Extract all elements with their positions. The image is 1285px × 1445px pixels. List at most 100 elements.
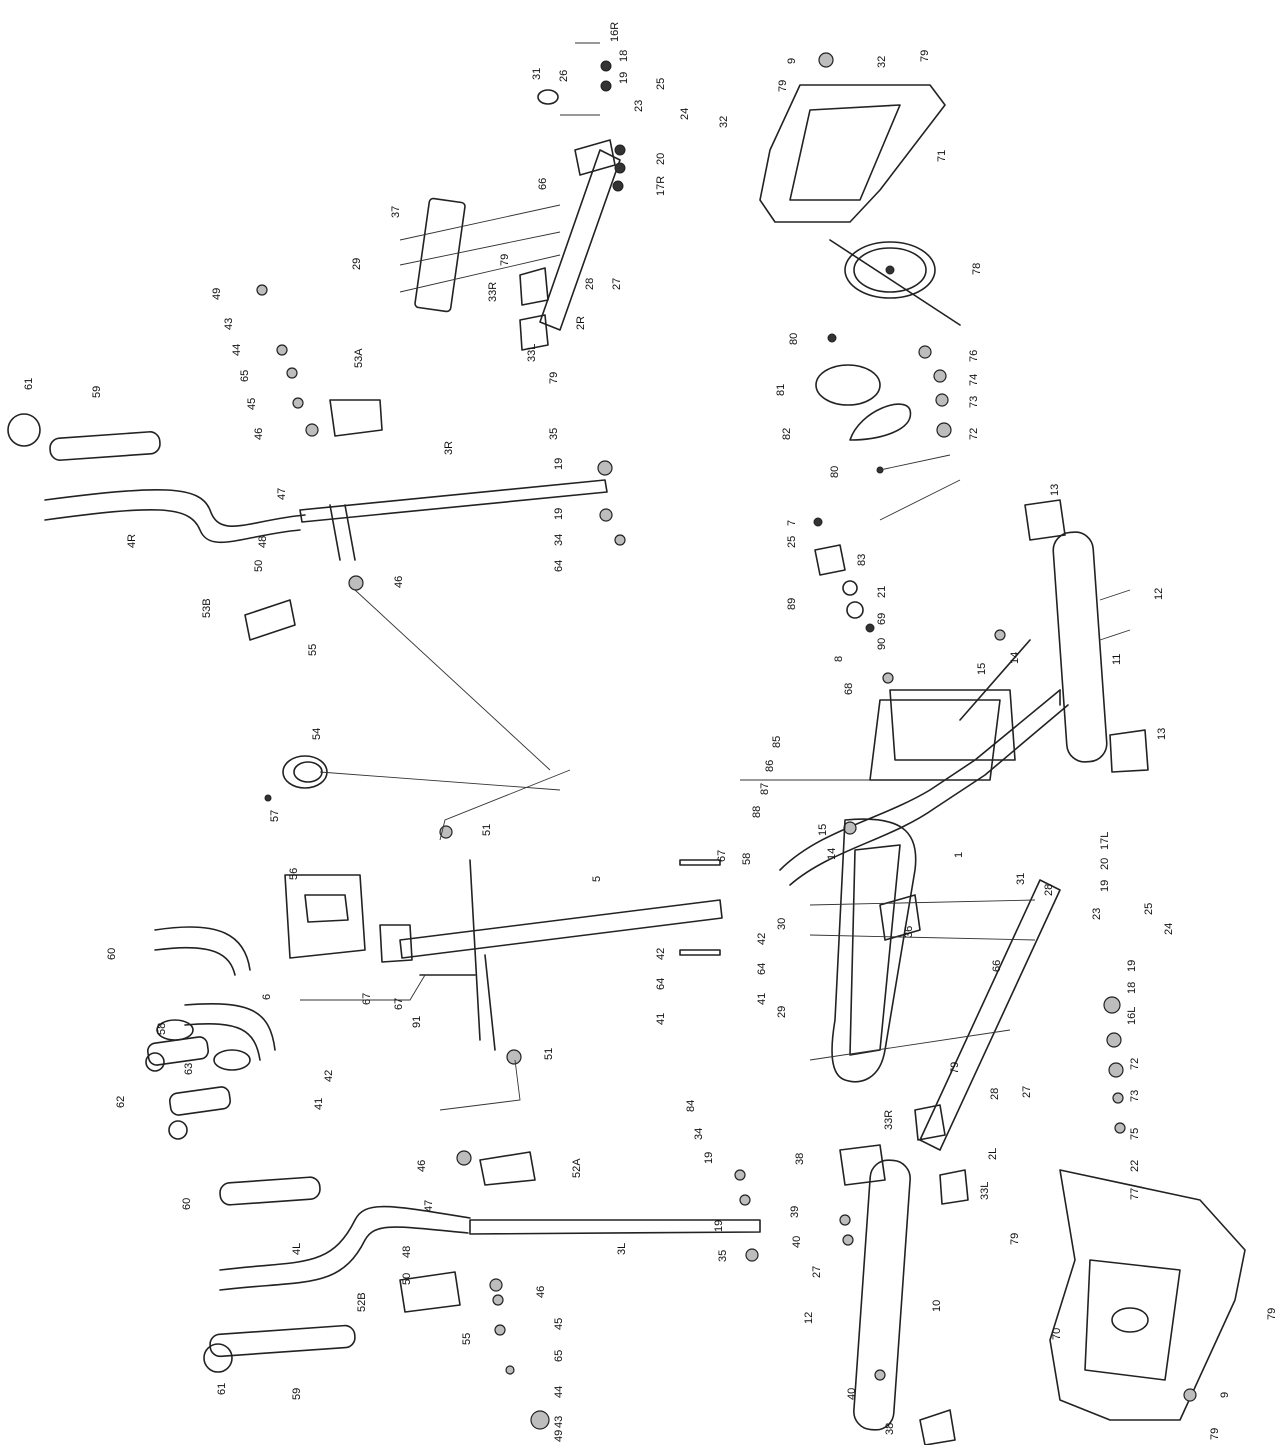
stabilizer-10 xyxy=(839,1144,956,1445)
label-79-b: 79 xyxy=(548,372,560,384)
label-15-a: 15 xyxy=(976,663,988,675)
label-9-b: 9 xyxy=(1219,1392,1231,1398)
label-19: 19 xyxy=(618,72,630,84)
label-79-e: 79 xyxy=(949,1062,961,1074)
label-89: 89 xyxy=(786,598,798,610)
label-21: 21 xyxy=(876,586,888,598)
label-46-d: 46 xyxy=(535,1286,547,1298)
label-8: 8 xyxy=(833,656,845,662)
label-50-b: 50 xyxy=(401,1273,413,1285)
label-58-b: 58 xyxy=(156,1023,168,1035)
label-45-a: 45 xyxy=(246,398,258,410)
label-34-a: 34 xyxy=(553,534,565,546)
label-53B: 53B xyxy=(201,598,213,618)
label-88: 88 xyxy=(751,806,763,818)
label-41-b: 41 xyxy=(756,993,768,1005)
label-69: 69 xyxy=(876,613,888,625)
label-27-c: 27 xyxy=(811,1266,823,1278)
part-labels: 16R 18 19 25 24 23 26 31 66 20 17R 37 29… xyxy=(23,22,1278,1442)
label-19-g: 19 xyxy=(713,1220,725,1232)
label-41-a: 41 xyxy=(655,1013,667,1025)
main-frame-1 xyxy=(740,499,1149,886)
label-14-b: 14 xyxy=(826,848,838,860)
label-12-b: 12 xyxy=(803,1312,815,1324)
label-19-b: 19 xyxy=(553,458,565,470)
label-40-b: 40 xyxy=(846,1388,858,1400)
mast-assembly-5 xyxy=(145,769,723,1140)
label-35-b: 35 xyxy=(717,1250,729,1262)
label-42-b: 42 xyxy=(756,933,768,945)
label-19-d: 19 xyxy=(1099,880,1111,892)
label-72-a: 72 xyxy=(968,428,980,440)
label-31: 31 xyxy=(531,68,543,80)
label-70: 70 xyxy=(1051,1328,1063,1340)
label-51-b: 51 xyxy=(543,1048,555,1060)
label-32-a: 32 xyxy=(876,56,888,68)
label-2L: 2L xyxy=(987,1148,999,1160)
label-87: 87 xyxy=(759,783,771,795)
flywheel-78 xyxy=(829,239,961,438)
label-18-b: 18 xyxy=(1126,982,1138,994)
label-23: 23 xyxy=(633,100,645,112)
label-61-a: 61 xyxy=(23,378,35,390)
label-60-a: 60 xyxy=(106,948,118,960)
label-3R: 3R xyxy=(443,441,455,455)
label-62: 62 xyxy=(115,1096,127,1108)
left-pedal-arm-assembly xyxy=(809,818,1126,1205)
label-46-a: 46 xyxy=(253,428,265,440)
label-31-b: 31 xyxy=(1015,873,1027,885)
left-handlebar-arm-assembly xyxy=(203,1150,761,1430)
right-pedal-arm-assembly xyxy=(399,42,626,351)
label-68: 68 xyxy=(843,683,855,695)
label-27-a: 27 xyxy=(611,278,623,290)
right-handlebar-arm-assembly xyxy=(7,284,626,771)
label-41-c: 41 xyxy=(313,1098,325,1110)
label-67-b: 67 xyxy=(361,993,373,1005)
label-30: 30 xyxy=(776,918,788,930)
label-67-c: 67 xyxy=(393,998,405,1010)
label-25-c: 25 xyxy=(1143,903,1155,915)
label-24: 24 xyxy=(679,108,691,120)
label-79-a: 79 xyxy=(499,254,511,266)
label-65-a: 65 xyxy=(239,370,251,382)
label-10: 10 xyxy=(931,1300,943,1312)
label-91: 91 xyxy=(411,1016,423,1028)
label-42-c: 42 xyxy=(323,1070,335,1082)
label-43-b: 43 xyxy=(553,1416,565,1428)
label-45-b: 45 xyxy=(553,1318,565,1330)
label-48-a: 48 xyxy=(257,536,269,548)
label-46-b: 46 xyxy=(393,576,405,588)
label-7: 7 xyxy=(786,520,798,526)
label-36: 36 xyxy=(903,926,915,938)
label-17L: 17L xyxy=(1099,832,1111,850)
label-54: 54 xyxy=(311,728,323,740)
label-78: 78 xyxy=(971,263,983,275)
label-71: 71 xyxy=(936,150,948,162)
label-47-a: 47 xyxy=(276,488,288,500)
label-19-e: 19 xyxy=(1126,960,1138,972)
label-38-b: 38 xyxy=(884,1423,896,1435)
label-13-a: 13 xyxy=(1049,484,1061,496)
label-51-a: 51 xyxy=(481,824,493,836)
label-52A: 52A xyxy=(571,1158,583,1178)
label-49-b: 49 xyxy=(553,1430,565,1442)
label-33L-a: 33L xyxy=(526,344,538,362)
label-80-b: 80 xyxy=(829,466,841,478)
label-33R-b: 33R xyxy=(883,1110,895,1130)
label-56: 56 xyxy=(288,868,300,880)
label-17R: 17R xyxy=(655,176,667,196)
label-77: 77 xyxy=(1129,1188,1141,1200)
label-27-b: 27 xyxy=(1021,1086,1033,1098)
label-18: 18 xyxy=(618,50,630,62)
label-90: 90 xyxy=(876,638,888,650)
label-55-a: 55 xyxy=(307,644,319,656)
label-64-a: 64 xyxy=(553,560,565,572)
label-81: 81 xyxy=(775,384,787,396)
label-67-a: 67 xyxy=(716,850,728,862)
label-75: 75 xyxy=(1129,1128,1141,1140)
label-28-c: 28 xyxy=(989,1088,1001,1100)
label-61-b: 61 xyxy=(216,1383,228,1395)
label-52B: 52B xyxy=(356,1292,368,1312)
label-19-f: 19 xyxy=(703,1152,715,1164)
